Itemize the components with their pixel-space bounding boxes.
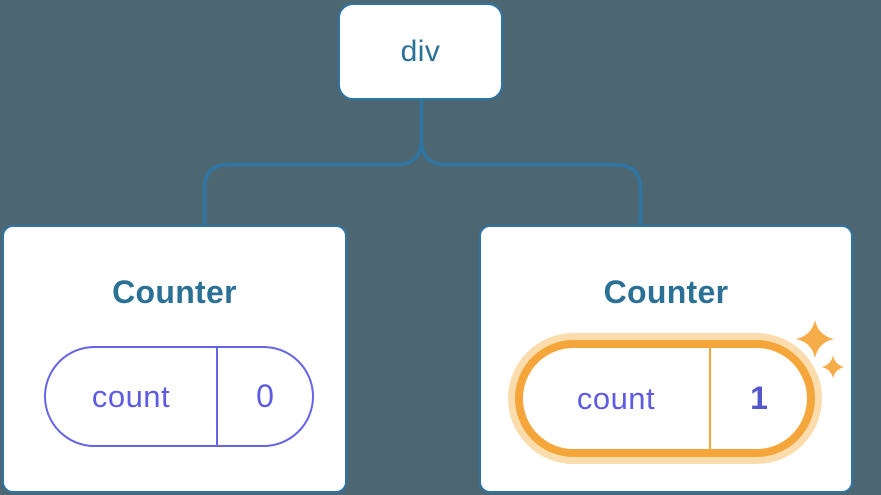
state-value-segment: 1 [711, 348, 807, 449]
component-title: Counter [112, 274, 237, 310]
state-value: 0 [256, 378, 274, 414]
counter-card-left: Counter count 0 [2, 225, 347, 493]
state-pill: count 0 [44, 346, 314, 447]
counter-card-right: Counter count 1 [479, 225, 853, 493]
state-name: count [576, 380, 656, 416]
state-name: count [91, 378, 171, 414]
state-name-segment: count [523, 348, 711, 449]
state-pill-highlighted: count 1 [515, 340, 815, 457]
root-node: div [338, 3, 503, 100]
state-value: 1 [750, 380, 768, 416]
state-value-segment: 0 [218, 348, 312, 445]
state-name-segment: count [46, 348, 218, 445]
component-title: Counter [603, 274, 729, 310]
root-node-label: div [400, 34, 441, 68]
